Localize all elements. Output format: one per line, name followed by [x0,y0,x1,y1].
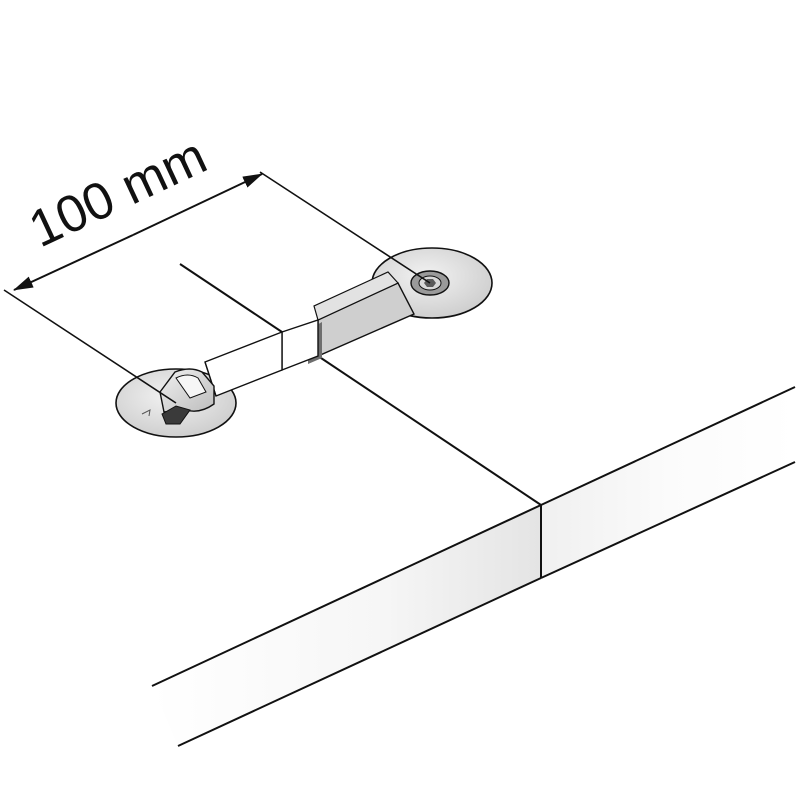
dimension-label: 100 mm [21,127,216,259]
clamp-arrow-mark [141,409,151,417]
board-top-edge-left [151,504,542,687]
dimension-extension-left [3,289,177,404]
dimension-extension-right [259,171,431,284]
board-joint-line-front [317,355,542,506]
board-joint-line-back [179,263,283,333]
clamp-head-highlight [175,374,207,399]
connector-bar-joint-gap [281,319,319,372]
board-front-edge-right [541,387,795,578]
connector-bar-right-top [313,271,399,321]
board-bottom-edge-left [177,577,542,747]
board-front-edge-left [152,505,541,746]
worktop-board [151,263,796,747]
board-top-edge-right [540,386,796,506]
connector-bar-left [204,330,283,397]
dimension-arrow [132,173,263,236]
clamp-slot [161,405,191,425]
dimension-arrow-left [13,234,134,291]
board-bottom-edge-right [540,461,796,579]
worktop-connector [115,247,493,438]
